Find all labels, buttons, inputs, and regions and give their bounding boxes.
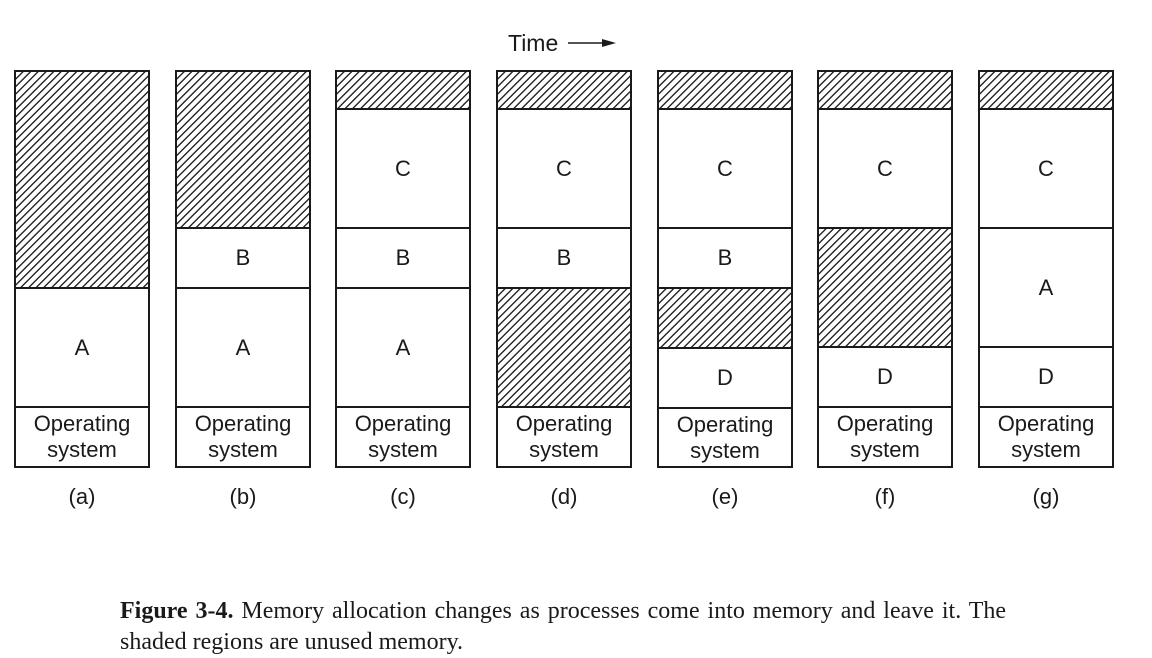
process-region: B [659, 227, 791, 287]
process-label: A [1038, 274, 1054, 300]
memory-stack: A Operating system [14, 70, 150, 468]
process-label: B [556, 245, 572, 270]
memory-stack: C B Operating system [496, 70, 632, 468]
process-label: B [717, 245, 733, 270]
process-label: C [1038, 155, 1054, 181]
unused-memory-region [819, 227, 951, 346]
figure-caption: Figure 3-4. Memory allocation changes as… [120, 596, 1006, 658]
process-region: B [337, 227, 469, 287]
os-label: Operating system [354, 411, 452, 462]
memory-column: B A Operating system (b) [175, 70, 311, 509]
figure-number: Figure 3-4. [120, 598, 234, 624]
process-label: C [717, 155, 733, 181]
memory-column: C A D Operating system (g) [978, 70, 1114, 509]
process-region: D [980, 346, 1112, 406]
operating-system-region: Operating system [498, 406, 630, 466]
process-region: B [498, 227, 630, 287]
operating-system-region: Operating system [659, 407, 791, 466]
column-caption: (g) [1032, 484, 1060, 509]
operating-system-region: Operating system [16, 406, 148, 466]
figure-caption-text: Memory allocation changes as processes c… [120, 598, 1007, 655]
operating-system-region: Operating system [980, 406, 1112, 466]
memory-column: A Operating system (a) [14, 70, 150, 509]
memory-stack: B A Operating system [175, 70, 311, 468]
os-label: Operating system [33, 411, 131, 462]
process-label: C [395, 155, 411, 181]
process-region: C [980, 108, 1112, 227]
column-caption: (c) [390, 484, 416, 509]
memory-stack: C A D Operating system [978, 70, 1114, 468]
process-label: C [556, 155, 572, 181]
process-label: B [235, 245, 251, 270]
process-region: A [337, 287, 469, 406]
os-label: Operating system [515, 411, 613, 462]
unused-memory-region [498, 72, 630, 108]
unused-memory-region [819, 72, 951, 108]
unused-memory-region [659, 287, 791, 347]
os-label: Operating system [836, 411, 934, 462]
memory-column: C B D Operating system (e) [657, 70, 793, 509]
memory-stack: C B D Operating system [657, 70, 793, 468]
process-region: C [819, 108, 951, 227]
process-region: B [177, 227, 309, 287]
memory-stack: C D Operating system [817, 70, 953, 468]
os-label: Operating system [676, 411, 774, 463]
unused-memory-region [498, 287, 630, 406]
unused-memory-region [16, 72, 148, 287]
process-region: C [337, 108, 469, 227]
process-label: D [717, 365, 733, 390]
operating-system-region: Operating system [177, 406, 309, 466]
process-label: C [877, 155, 893, 181]
process-region: A [980, 227, 1112, 346]
process-region: D [819, 346, 951, 406]
column-caption: (f) [874, 484, 896, 509]
process-label: D [877, 364, 893, 389]
memory-snapshots: A Operating system (a) B A Operating system (b… [14, 70, 1114, 509]
process-region: C [659, 108, 791, 227]
os-label: Operating system [194, 411, 292, 462]
process-label: A [235, 334, 251, 360]
process-label: A [395, 334, 411, 360]
right-arrow-icon [568, 39, 617, 47]
operating-system-region: Operating system [819, 406, 951, 466]
memory-stack: C B A Operating system [335, 70, 471, 468]
process-region: A [177, 287, 309, 406]
process-region: A [16, 287, 148, 406]
process-region: C [498, 108, 630, 227]
os-label: Operating system [997, 411, 1095, 462]
memory-column: C B A Operating system (c) [335, 70, 471, 509]
time-axis-header: Time [508, 28, 618, 58]
unused-memory-region [659, 72, 791, 108]
memory-column: C B Operating system (d) [496, 70, 632, 509]
column-caption: (a) [68, 484, 96, 509]
column-caption: (e) [711, 484, 739, 509]
unused-memory-region [980, 72, 1112, 108]
process-label: B [395, 245, 411, 270]
memory-column: C D Operating system (f) [817, 70, 953, 509]
process-region: D [659, 347, 791, 407]
unused-memory-region [177, 72, 309, 227]
process-label: D [1038, 364, 1054, 389]
column-caption: (d) [550, 484, 578, 509]
operating-system-region: Operating system [337, 406, 469, 466]
time-label: Time [508, 29, 559, 56]
column-caption: (b) [229, 484, 257, 509]
process-label: A [74, 334, 90, 360]
unused-memory-region [337, 72, 469, 108]
